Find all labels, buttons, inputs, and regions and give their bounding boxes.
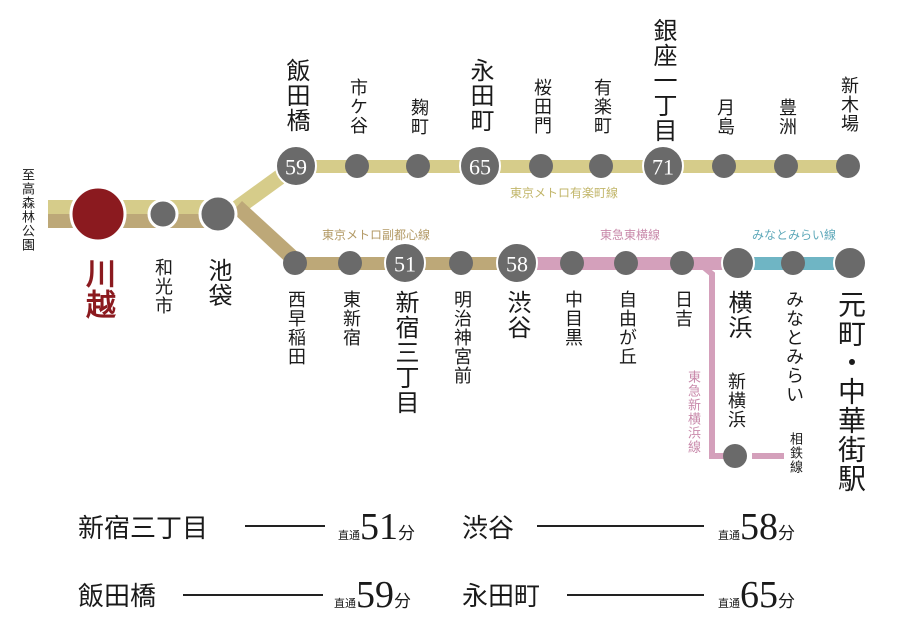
- iidabashi-dot: [275, 145, 317, 187]
- shin-yokohama-dot: [723, 444, 747, 468]
- fukutoshin-branch: [232, 201, 302, 268]
- meiji-jingumae-dot: [449, 251, 473, 275]
- toyosu-label: 豊洲: [776, 98, 797, 136]
- travel-station-name: 永田町: [462, 582, 541, 612]
- travel-leader-line: [537, 525, 704, 527]
- minatomirai-line-label: みなとみらい線: [752, 228, 837, 242]
- sakuradamon-label: 桜田門: [531, 78, 552, 135]
- jiyugaoka-dot: [614, 251, 638, 275]
- yokohama-label: 横浜: [724, 290, 752, 340]
- hiyoshi-dot: [670, 251, 694, 275]
- shinjuku-sanchome-minutes: 51: [394, 252, 416, 277]
- yurakucho-label: 有楽町: [591, 78, 612, 135]
- shinjuku-sanchome-label: 新宿三丁目: [391, 290, 419, 415]
- travel-station-name: 新宿三丁目: [78, 514, 209, 544]
- toyoko-line-label: 東急東横線: [600, 228, 661, 242]
- terminus-label: 至高森林公園: [19, 168, 34, 252]
- naka-meguro-dot: [560, 251, 584, 275]
- yurakucho-line-label: 東京メトロ有楽町線: [510, 186, 619, 200]
- kojimachi-dot: [406, 154, 430, 178]
- minatomirai-dot: [781, 251, 805, 275]
- toyosu-dot: [774, 154, 798, 178]
- travel-time-row: 永田町: [462, 576, 540, 613]
- yurakucho-line: [296, 160, 848, 173]
- sakuradamon-dot: [529, 154, 553, 178]
- nagatacho-dot: [459, 145, 501, 187]
- nishi-waseda-label: 西早稲田: [285, 290, 306, 366]
- shin-kiba-label: 新木場: [838, 76, 859, 133]
- travel-leader-line: [567, 594, 704, 596]
- shin-kiba-dot: [836, 154, 860, 178]
- hiyoshi-label: 日吉: [672, 290, 693, 328]
- jiyugaoka-label: 自由が丘: [616, 290, 637, 366]
- iidabashi-label: 飯田橋: [282, 58, 310, 133]
- wakoshi-dot: [147, 198, 179, 230]
- nishi-waseda-dot: [283, 251, 307, 275]
- ichigaya-label: 市ケ谷: [347, 78, 368, 135]
- naka-meguro-label: 中目黒: [562, 290, 583, 347]
- travel-station-name: 飯田橋: [78, 582, 157, 612]
- yokohama-dot: [721, 246, 755, 280]
- iidabashi-minutes: 59: [285, 155, 307, 180]
- travel-leader-line: [245, 525, 325, 527]
- kojimachi-label: 麹町: [408, 98, 429, 136]
- travel-time-row: 飯田橋: [78, 576, 156, 613]
- shin-yokohama-line-label: 東急新横浜線: [685, 370, 700, 454]
- minatomirai-label: みなとみらい: [783, 290, 804, 404]
- kawagoe-dot: [69, 185, 127, 243]
- tsukishima-dot: [712, 154, 736, 178]
- travel-time-row: 渋谷: [462, 508, 514, 545]
- ginza-itchome-minutes: 71: [652, 155, 674, 180]
- kawagoe-label: 川越: [80, 258, 115, 320]
- shibuya-label: 渋谷: [503, 290, 531, 340]
- ginza-itchome-dot: [642, 145, 684, 187]
- shibuya-dot: [496, 242, 538, 284]
- sotetsu-connector: [752, 453, 784, 459]
- shinjuku-sanchome-dot: [384, 242, 426, 284]
- travel-leader-line: [183, 594, 323, 596]
- higashi-shinjuku-dot: [338, 251, 362, 275]
- ikebukuro-label: 池袋: [204, 258, 232, 308]
- fukutoshin-line-label: 東京メトロ副都心線: [322, 228, 431, 242]
- motomachi-chukagai-dot: [833, 246, 867, 280]
- meiji-jingumae-label: 明治神宮前: [451, 290, 472, 385]
- nagatacho-minutes: 65: [469, 155, 491, 180]
- motomachi-chukagai-label: 元町・中華街駅: [834, 290, 867, 493]
- tsukishima-label: 月島: [714, 98, 735, 136]
- higashi-shinjuku-label: 東新宿: [340, 290, 361, 347]
- travel-station-name: 渋谷: [462, 514, 515, 544]
- ikebukuro-dot: [198, 194, 238, 234]
- nagatacho-label: 永田町: [466, 58, 494, 133]
- sotetsu-line-label: 相鉄線: [787, 432, 802, 474]
- wakoshi-label: 和光市: [152, 258, 173, 315]
- ginza-itchome-label: 銀座一丁目: [649, 18, 677, 143]
- shibuya-minutes: 58: [506, 252, 528, 277]
- travel-time-row: 新宿三丁目: [78, 508, 208, 545]
- ichigaya-dot: [345, 154, 369, 178]
- shin-yokohama-label: 新横浜: [725, 372, 746, 429]
- yurakucho-dot: [589, 154, 613, 178]
